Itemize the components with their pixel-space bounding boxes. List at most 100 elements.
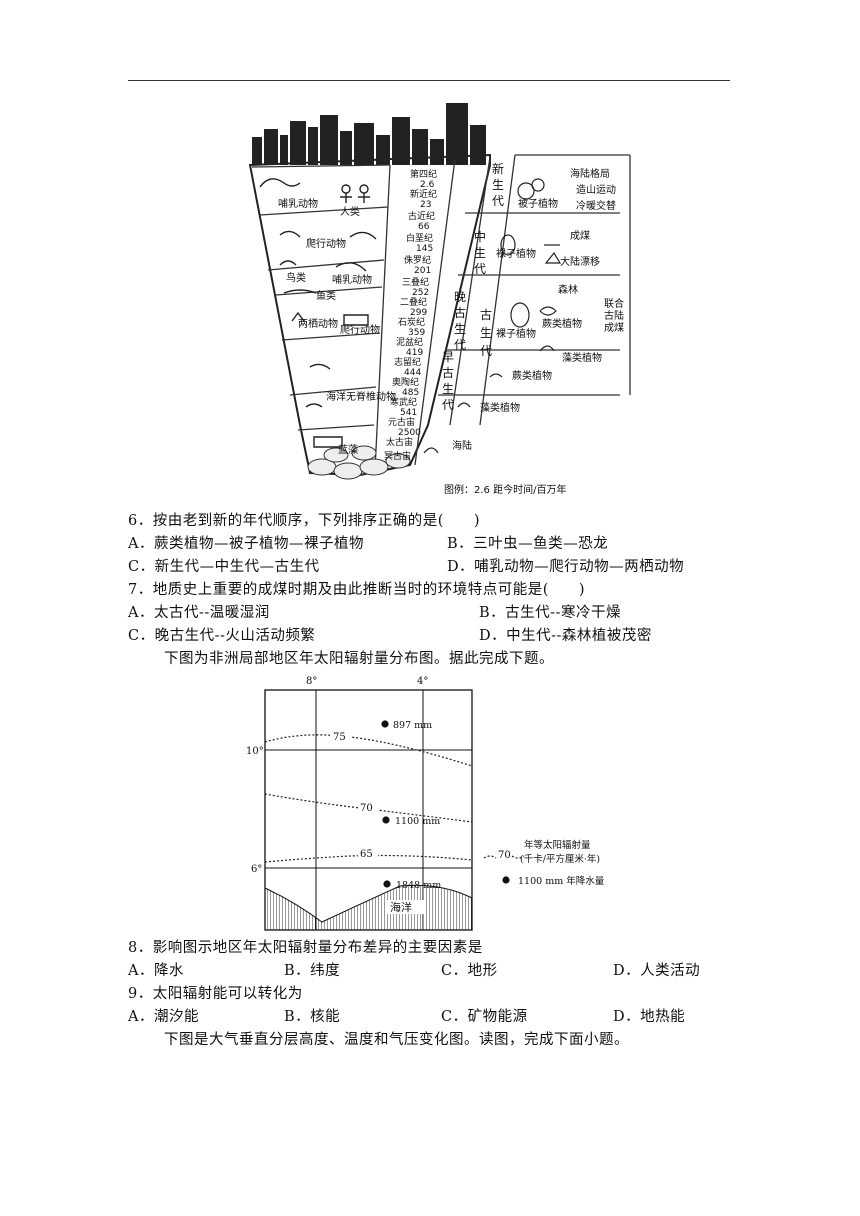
svg-text:冷暖交替: 冷暖交替 [576,199,616,212]
svg-text:生: 生 [480,326,492,340]
point-1848-label: 1848 mm [396,880,441,891]
svg-text:201: 201 [414,266,431,276]
svg-text:第四纪: 第四纪 [410,168,437,180]
isoline-65-label: 65 [360,849,373,860]
header-rule [128,80,730,81]
svg-text:359: 359 [408,328,425,338]
q9-option-c[interactable]: C．矿物能源 [441,1009,528,1025]
svg-text:代: 代 [474,262,486,276]
rock-base [307,445,411,480]
svg-text:裸子植物: 裸子植物 [496,327,536,340]
intro-atmosphere: 下图是大气垂直分层高度、温度和气压变化图。读图，完成下面小题。 [164,1032,629,1048]
point-897 [381,720,389,728]
plant-sketches [423,178,562,454]
svg-text:中: 中 [474,229,486,244]
svg-text:252: 252 [412,288,429,298]
q6-stem: 6．按由老到新的年代顺序，下列排序正确的是( ) [128,513,481,529]
svg-text:生: 生 [492,178,504,192]
isoline-65 [264,854,473,863]
svg-text:444: 444 [404,368,421,378]
isoline-75-label: 75 [333,732,346,743]
svg-text:70: 70 [498,850,511,861]
svg-text:生: 生 [442,382,454,396]
svg-text:生: 生 [474,246,486,260]
ocean-label: 海洋 [390,900,412,914]
svg-text:联合: 联合 [604,297,624,310]
lon-4-label: 4° [417,676,428,687]
lon-8-label: 8° [306,676,317,687]
svg-text:成煤: 成煤 [604,321,624,334]
q7-option-c[interactable]: C．晚古生代--火山活动频繁 [128,628,316,644]
svg-text:541: 541 [400,408,417,418]
svg-text:海陆: 海陆 [452,439,472,452]
q8-option-c[interactable]: C．地形 [441,963,498,979]
q8-option-d[interactable]: D．人类活动 [613,963,701,979]
label-fish: 鱼类 [316,289,336,302]
q7-option-a[interactable]: A．太古代--温暖湿润 [128,605,270,621]
svg-text:早: 早 [442,350,454,364]
label-marine-inv: 海洋无脊椎动物 [326,390,396,403]
svg-text:古近纪: 古近纪 [408,210,435,222]
city-skyline [252,103,486,165]
q6-option-a[interactable]: A．蕨类植物—被子植物—裸子植物 [128,536,364,552]
svg-text:代: 代 [492,194,504,208]
svg-text:代: 代 [480,344,492,358]
label-amphibian: 两栖动物 [298,317,338,330]
svg-text:新近纪: 新近纪 [410,188,437,200]
label-mammal-2: 哺乳动物 [332,273,372,286]
svg-text:二叠纪: 二叠纪 [400,296,427,308]
q7-stem: 7．地质史上重要的成煤时期及由此推断当时的环境特点可能是( ) [128,582,586,598]
q6-option-d[interactable]: D．哺乳动物—爬行动物—两栖动物 [447,559,685,575]
q9-option-b[interactable]: B．核能 [284,1009,341,1025]
svg-text:石炭纪: 石炭纪 [398,316,425,328]
geo-legend: 图例：2.6 距今时间/百万年 [444,483,566,496]
svg-text:年等太阳辐射量: 年等太阳辐射量 [524,839,591,851]
label-mammal-1: 哺乳动物 [278,197,318,210]
svg-text:古: 古 [442,365,454,380]
strata-lines [251,154,631,471]
svg-text:寒武纪: 寒武纪 [390,396,417,408]
svg-text:晚: 晚 [454,290,466,304]
intro-africa: 下图为非洲局部地区年太阳辐射量分布图。据此完成下题。 [164,651,554,667]
svg-text:145: 145 [416,244,433,254]
svg-text:太古宙: 太古宙 [386,436,413,448]
q6-option-c[interactable]: C．新生代—中生代—古生代 [128,559,320,575]
svg-text:海陆格局: 海陆格局 [570,167,610,180]
svg-text:蕨类植物: 蕨类植物 [542,317,582,330]
label-algae: 蓝藻 [338,443,358,456]
q8-option-b[interactable]: B．纬度 [284,963,341,979]
q8-option-a[interactable]: A．降水 [128,963,184,979]
point-1848 [383,880,391,888]
ocean-area [264,884,473,931]
svg-text:藻类植物: 藻类植物 [480,401,520,414]
svg-text:冥古宙: 冥古宙 [384,450,411,462]
svg-text:代: 代 [454,338,466,352]
radiation-map: 海洋 75 70 65 897 mm 1100 mm 1848 mm 8° 4°… [246,676,605,931]
svg-text:志留纪: 志留纪 [394,356,421,368]
svg-text:三叠纪: 三叠纪 [402,276,429,288]
svg-text:1100 mm 年降水量: 1100 mm 年降水量 [518,875,605,887]
q7-option-b[interactable]: B．古生代--寒冷干燥 [479,605,621,621]
svg-text:古陆: 古陆 [604,309,624,322]
q7-option-d[interactable]: D．中生代--森林植被茂密 [479,628,652,644]
svg-text:成煤: 成煤 [570,229,590,242]
svg-text:2.6: 2.6 [420,180,435,190]
svg-text:藻类植物: 藻类植物 [562,351,602,364]
q8-stem: 8．影响图示地区年太阳辐射量分布差异的主要因素是 [128,940,483,956]
svg-text:(千卡/平方厘米·年): (千卡/平方厘米·年) [520,853,600,865]
svg-text:485: 485 [402,388,419,398]
q9-stem: 9．太阳辐射能可以转化为 [128,986,303,1002]
geologic-time-figure: 哺乳动物 人类 爬行动物 鸟类 哺乳动物 鱼类 两栖动物 爬行动物 海洋无脊椎动… [248,103,631,496]
svg-text:泥盆纪: 泥盆纪 [396,336,423,348]
fossil-sketches [259,178,377,448]
svg-text:蕨类植物: 蕨类植物 [512,369,552,382]
q9-option-a[interactable]: A．潮汐能 [128,1009,199,1025]
isoline-70-label: 70 [360,803,373,814]
q6-option-b[interactable]: B．三叶虫—鱼类—恐龙 [447,536,609,552]
svg-text:白垩纪: 白垩纪 [406,232,433,244]
q9-option-d[interactable]: D．地热能 [613,1009,686,1025]
svg-text:裸子植物: 裸子植物 [496,247,536,260]
svg-text:森林: 森林 [558,283,578,296]
svg-text:被子植物: 被子植物 [518,197,558,210]
